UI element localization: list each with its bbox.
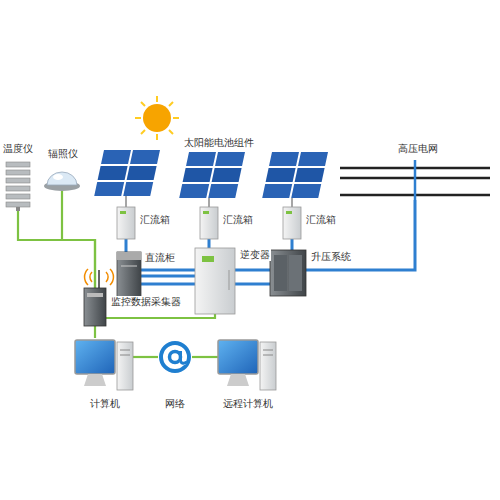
signal-cable (106, 314, 215, 318)
signal-cable (192, 356, 218, 358)
thermometer: 温度仪 (6, 162, 30, 210)
network: 网络 (158, 343, 192, 371)
device-label: 直流柜 (144, 252, 176, 264)
computer: 计算机 (75, 338, 133, 394)
high-voltage-grid: 高压电网 (340, 160, 490, 200)
device-label: 计算机 (89, 398, 121, 410)
group-label: 太阳能电池组件 (183, 137, 255, 149)
device-label: 辐照仪 (47, 148, 79, 160)
power-cable (306, 200, 415, 270)
device-label: 汇流箱 (305, 214, 337, 226)
device-label: 远程计算机 (222, 398, 274, 410)
device-label: 升压系统 (310, 251, 352, 263)
device-label: 汇流箱 (222, 214, 254, 226)
booster-system: 升压系统 (270, 250, 306, 296)
power-cable (141, 283, 195, 286)
inverter: 逆变器 (195, 248, 235, 314)
signal-cable (18, 210, 95, 288)
device-label: 监控数据采集器 (110, 296, 182, 308)
signal-cable (94, 326, 96, 338)
device-label: 汇流箱 (139, 214, 171, 226)
device-label: 网络 (164, 398, 186, 410)
power-cable (235, 283, 270, 286)
monitor-collector: 监控数据采集器 (84, 288, 106, 326)
combiner-box: 汇流箱 (117, 207, 135, 239)
remote-computer: 远程计算机 (218, 338, 276, 394)
device-label: 高压电网 (397, 143, 439, 155)
signal-cable (133, 356, 158, 358)
power-cable (125, 239, 128, 252)
combiner-box: 汇流箱 (283, 207, 301, 239)
combiner-box: 汇流箱 (200, 207, 218, 239)
irradiance-meter: 辐照仪 (44, 165, 80, 191)
signal-cable (62, 191, 95, 288)
device-label: 逆变器 (239, 249, 271, 261)
dc-cabinet: 直流柜 (117, 252, 141, 300)
device-label: 温度仪 (2, 143, 34, 155)
